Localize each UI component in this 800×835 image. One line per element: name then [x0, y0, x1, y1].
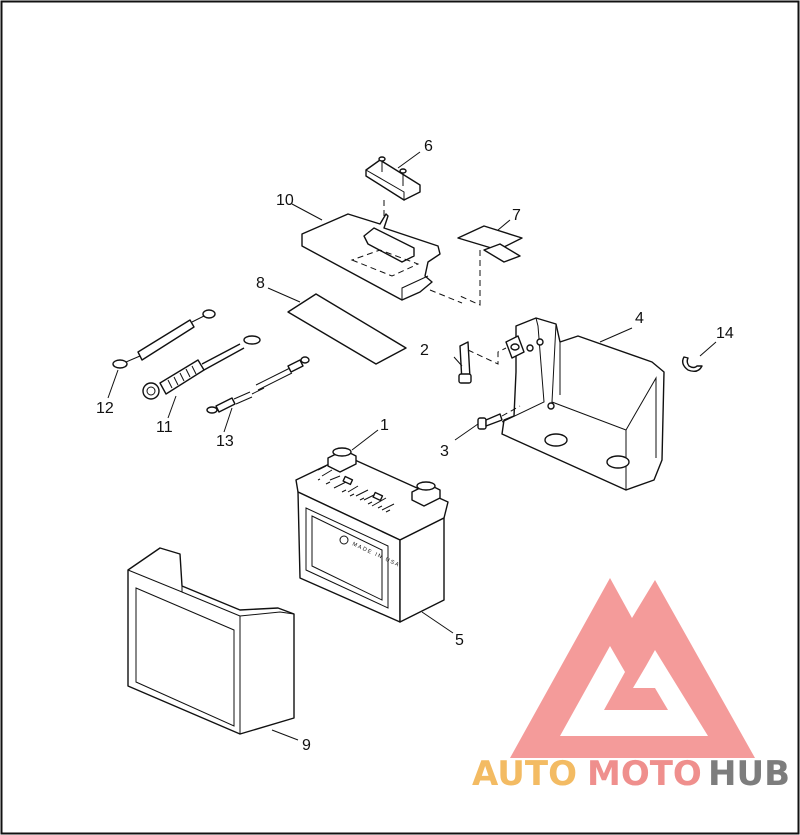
watermark-moto: MOTO [587, 754, 702, 794]
leader-lines [107, 151, 717, 741]
part-4-battery-tray [501, 317, 665, 491]
callout-7: 7 [512, 207, 521, 224]
part-8-pad [287, 293, 407, 365]
part-6-hold-down-clamp [365, 156, 421, 262]
callout-labels: 1 2 3 4 5 6 7 8 9 10 11 12 13 14 [96, 138, 734, 754]
watermark-hub: HUB [708, 754, 790, 794]
callout-11: 11 [156, 419, 173, 436]
part-3-screw [477, 405, 521, 430]
part-10-battery-cover [301, 213, 441, 301]
part-14-clip [681, 356, 703, 373]
callout-4: 4 [635, 310, 644, 327]
part-2-bolt [458, 341, 507, 384]
callout-8: 8 [256, 275, 265, 292]
callout-2: 2 [420, 342, 429, 359]
part-9-heat-shield [127, 547, 295, 735]
callout-6: 6 [424, 138, 433, 155]
callout-9: 9 [302, 737, 311, 754]
callout-3: 3 [440, 443, 449, 460]
part-7-label [429, 225, 523, 306]
automotohub-logo-icon [510, 578, 755, 758]
callout-12: 12 [96, 400, 114, 417]
automotohub-watermark: AUTO MOTO HUB [472, 754, 790, 794]
watermark-auto: AUTO [472, 754, 577, 794]
callout-5: 5 [455, 632, 464, 649]
callout-14: 14 [716, 325, 734, 342]
callout-13: 13 [216, 433, 234, 450]
callout-10: 10 [276, 192, 294, 209]
part-11-cable [142, 335, 261, 400]
part-13-cable [206, 356, 310, 414]
callout-1: 1 [380, 417, 389, 434]
part-5-battery: MADE IN USA [295, 447, 449, 623]
part-12-cable [112, 309, 216, 369]
